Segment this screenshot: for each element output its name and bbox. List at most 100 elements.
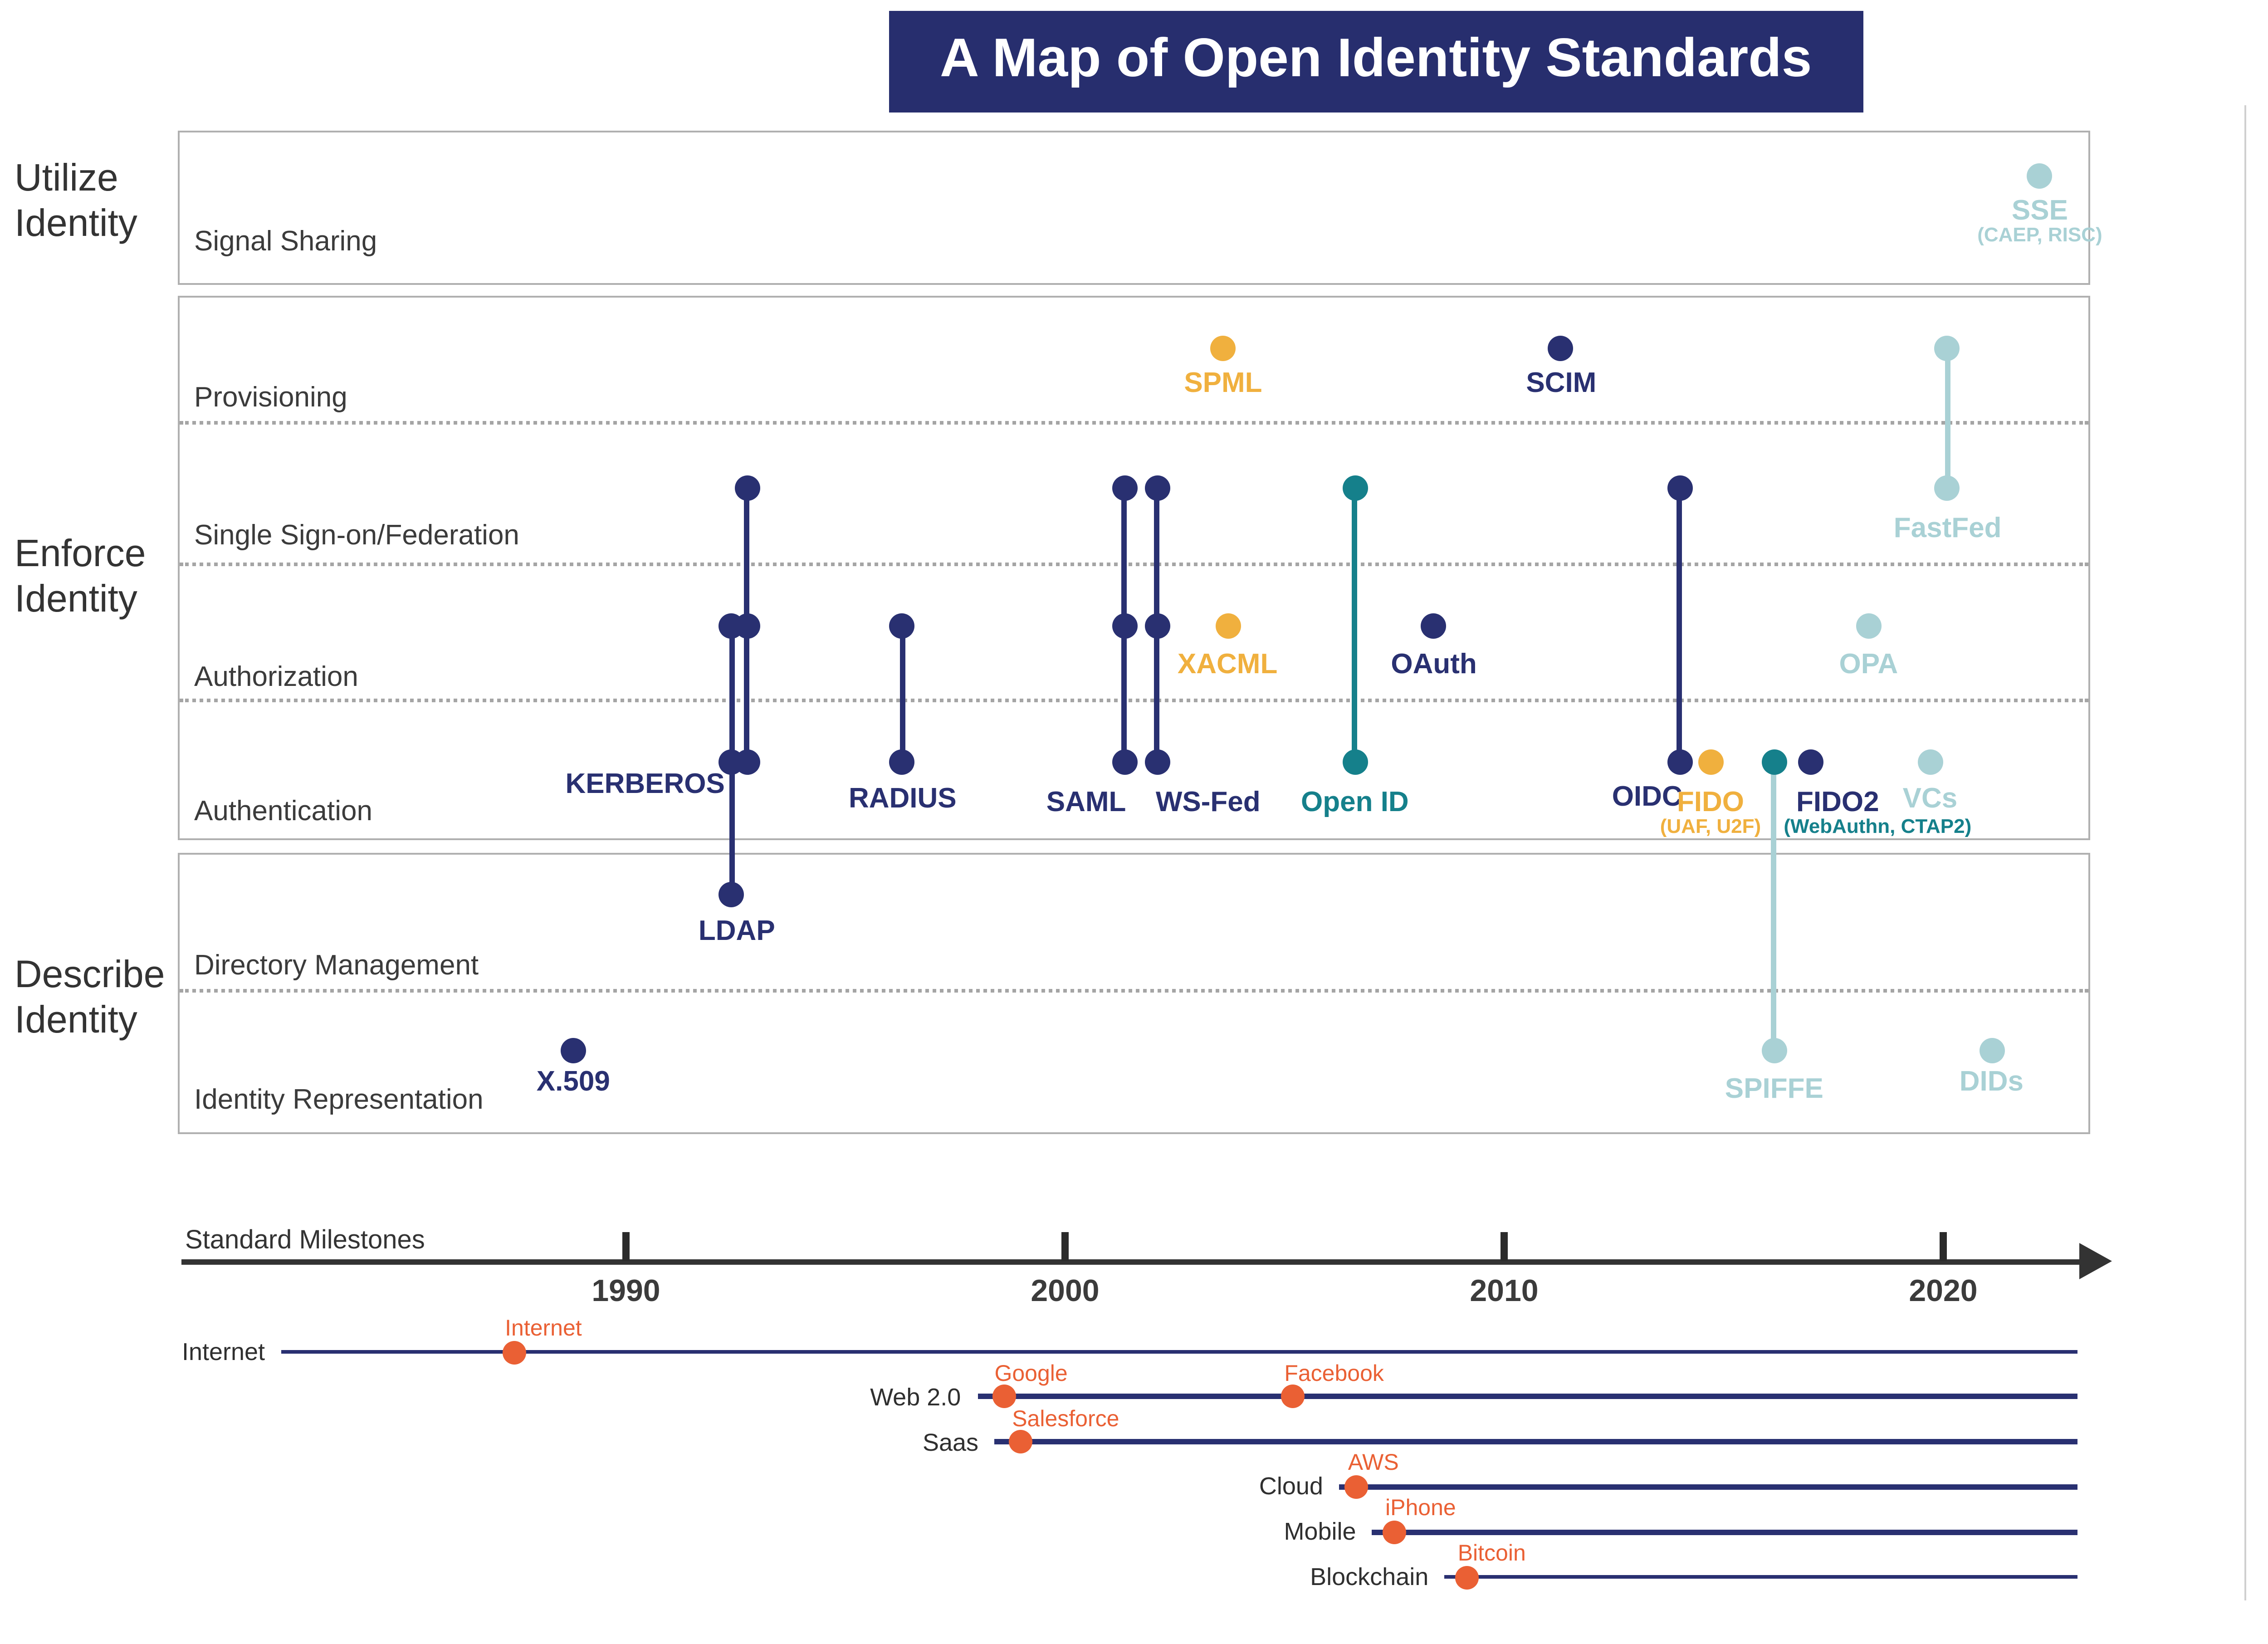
kerberos-dot <box>734 475 760 501</box>
ws-fed-label: WS-Fed <box>1155 788 1261 818</box>
fido-label: FIDO <box>1677 788 1744 818</box>
sse-label: SSE <box>2011 196 2068 227</box>
sidebar-divider <box>2244 105 2246 1600</box>
xacml-dot <box>1215 613 1241 639</box>
timeline-arrow-icon <box>2079 1243 2112 1279</box>
dids-dot <box>1979 1038 2004 1063</box>
scim-dot <box>1548 336 1574 361</box>
spml-dot <box>1210 336 1236 361</box>
row-label-single-sign-on-federation: Single Sign-on/Federation <box>194 521 519 552</box>
x-509-label: X.509 <box>536 1067 610 1098</box>
saml-label: SAML <box>1046 788 1126 818</box>
saml-dot <box>1111 749 1137 775</box>
trigger-bitcoin-label: Bitcoin <box>1457 1541 1526 1566</box>
saml-dot <box>1111 475 1137 501</box>
x-509-dot <box>560 1038 586 1063</box>
fastfed-dot <box>1935 475 1960 501</box>
timeline-tick-2000 <box>1061 1232 1069 1261</box>
group-label-describe-identity: Describe Identity <box>15 954 165 1042</box>
row-label-provisioning: Provisioning <box>194 383 347 414</box>
megatrend-cloud-label: Cloud <box>1259 1473 1323 1501</box>
megatrend-web-2-0-label: Web 2.0 <box>870 1383 961 1411</box>
megatrend-mobile-line <box>1372 1529 2077 1535</box>
fido2-label: FIDO2 <box>1796 788 1879 818</box>
trigger-internet-dot <box>502 1340 526 1364</box>
row-label-authentication: Authentication <box>194 797 372 827</box>
fastfed-line <box>1945 348 1950 488</box>
radius-label: RADIUS <box>848 784 957 815</box>
trigger-facebook-dot <box>1281 1385 1305 1409</box>
trigger-internet-label: Internet <box>505 1316 582 1341</box>
timeline-tick-1990 <box>622 1232 630 1261</box>
group-label-enforce-identity: Enforce Identity <box>15 533 146 621</box>
megatrend-saas-line <box>995 1439 2077 1444</box>
fido-dot <box>1697 749 1723 775</box>
oidc-dot <box>1667 749 1693 775</box>
section-box-1 <box>178 296 2090 840</box>
radius-dot <box>890 613 915 639</box>
scim-label: SCIM <box>1526 368 1597 399</box>
fastfed-dot <box>1935 336 1960 361</box>
row-separator-0 <box>180 421 2088 425</box>
fastfed-label: FastFed <box>1893 514 2002 544</box>
megatrend-mobile-label: Mobile <box>1284 1518 1356 1546</box>
ws-fed-dot <box>1144 475 1170 501</box>
kerberos-label: KERBEROS <box>565 769 725 800</box>
trigger-facebook-label: Facebook <box>1284 1360 1384 1386</box>
dids-label: DIDs <box>1959 1067 2024 1098</box>
megatrend-internet-label: Internet <box>181 1338 265 1365</box>
xacml-label: XACML <box>1177 650 1278 680</box>
row-label-directory-management: Directory Management <box>194 951 479 982</box>
oidc-label: OIDC <box>1612 782 1682 813</box>
fido2-dot <box>1761 749 1787 775</box>
megatrend-saas-label: Saas <box>922 1428 979 1456</box>
row-label-identity-representation: Identity Representation <box>194 1085 484 1116</box>
page-title: A Map of Open Identity Standards <box>889 11 1863 113</box>
sse-sublabel: (CAEP, RISC) <box>1977 225 2102 247</box>
timeline-year-2010: 2010 <box>1470 1274 1539 1308</box>
opa-dot <box>1856 613 1882 639</box>
ldap-dot <box>719 613 744 639</box>
megatrend-cloud-line <box>1339 1484 2077 1490</box>
section-box-0 <box>178 131 2090 285</box>
timeline-axis <box>181 1258 2083 1264</box>
spiffe-dot <box>1761 1038 1787 1063</box>
oidc-dot <box>1667 475 1693 501</box>
timeline-tick-2020 <box>1940 1232 1947 1261</box>
trigger-iphone-label: iPhone <box>1385 1495 1456 1521</box>
timeline-year-2000: 2000 <box>1031 1274 1100 1308</box>
open-id-dot <box>1342 749 1368 775</box>
fido2-dot <box>1799 749 1824 775</box>
ldap-label: LDAP <box>698 916 775 947</box>
trigger-aws-dot <box>1345 1475 1369 1499</box>
saml-dot <box>1111 613 1137 639</box>
group-label-utilize-identity: Utilize Identity <box>15 158 137 245</box>
megatrend-internet-line <box>281 1349 2077 1355</box>
vcs-label: VCs <box>1902 784 1958 815</box>
megatrend-web-2-0-line <box>977 1394 2077 1399</box>
trigger-iphone-dot <box>1383 1520 1406 1544</box>
radius-dot <box>890 749 915 775</box>
open-id-label: Open ID <box>1301 788 1409 818</box>
spiffe-label: SPIFFE <box>1725 1074 1823 1105</box>
row-separator-2 <box>180 699 2088 702</box>
trigger-bitcoin-dot <box>1455 1565 1479 1589</box>
open-id-dot <box>1342 475 1368 501</box>
oidc-line <box>1677 488 1683 762</box>
row-separator-1 <box>180 563 2088 566</box>
row-label-authorization: Authorization <box>194 662 358 693</box>
section-box-2 <box>178 853 2090 1134</box>
sse-dot <box>2027 163 2053 189</box>
timeline-year-2020: 2020 <box>1909 1274 1978 1308</box>
megatrend-blockchain-line <box>1445 1574 2077 1580</box>
row-label-signal-sharing: Signal Sharing <box>194 227 377 258</box>
row-separator-3 <box>180 989 2088 993</box>
radius-line <box>899 626 905 762</box>
trigger-google-dot <box>992 1385 1016 1409</box>
fido-sublabel: (UAF, U2F) <box>1660 817 1761 838</box>
timeline-year-1990: 1990 <box>591 1274 660 1308</box>
ldap-dot <box>719 749 744 775</box>
vcs-dot <box>1917 749 1943 775</box>
trigger-aws-label: AWS <box>1348 1450 1399 1476</box>
